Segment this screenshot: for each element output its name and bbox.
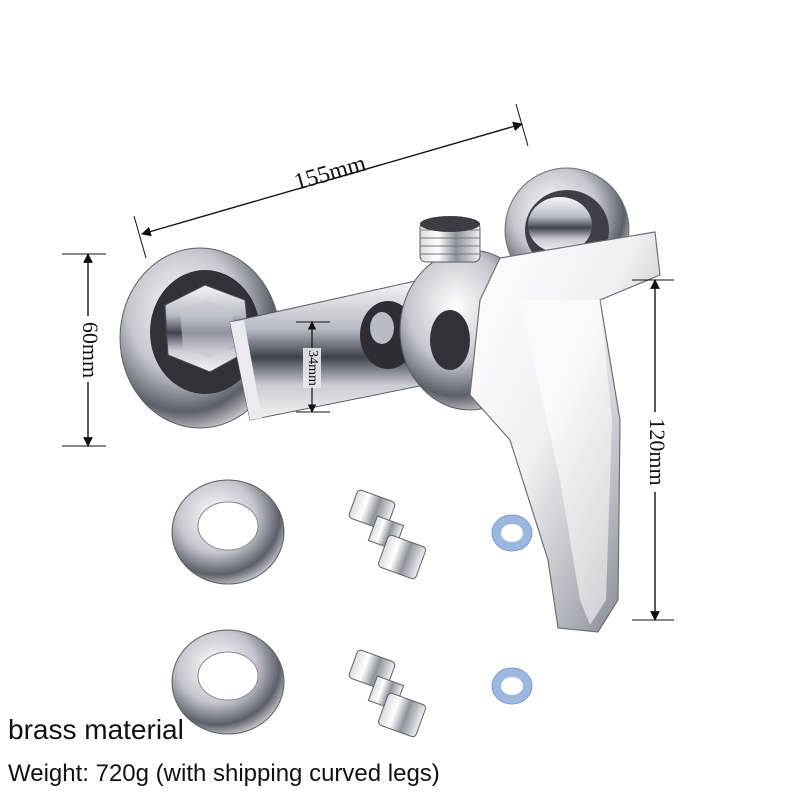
dimension-left-height: 60mm bbox=[62, 253, 106, 447]
material-caption: brass material bbox=[8, 714, 184, 745]
accessory-flange-2 bbox=[171, 629, 285, 735]
dimension-width-label: 155mm bbox=[291, 151, 369, 196]
weight-caption: Weight: 720g (with shipping curved legs) bbox=[8, 760, 440, 787]
dimension-inner-label: 34mm bbox=[305, 350, 320, 386]
lever-handle bbox=[469, 231, 661, 633]
left-wall-flange bbox=[119, 247, 281, 429]
dimension-right-height: 120mm bbox=[632, 279, 674, 621]
dimension-inner: 34mm bbox=[296, 321, 330, 413]
curved-leg-connector-1 bbox=[348, 489, 426, 580]
washer-2 bbox=[491, 667, 533, 705]
dimension-left-height-label: 60mm bbox=[78, 322, 103, 378]
curved-leg-connector-2 bbox=[348, 649, 426, 738]
threaded-outlet bbox=[419, 216, 481, 263]
washer-1 bbox=[491, 514, 533, 552]
dimension-right-height-label: 120mm bbox=[645, 418, 670, 485]
accessory-flange-1 bbox=[171, 479, 285, 585]
